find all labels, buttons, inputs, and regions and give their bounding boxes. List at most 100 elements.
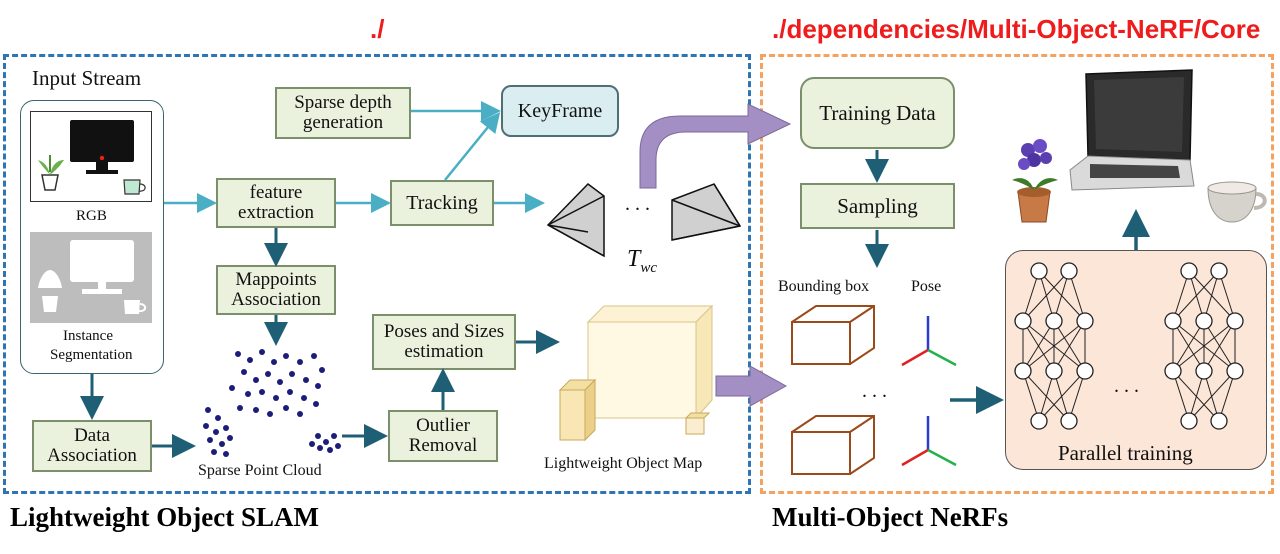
network-node	[1060, 262, 1078, 280]
network-node	[1045, 362, 1063, 380]
network-edge	[1068, 270, 1086, 322]
network-edge	[1218, 370, 1236, 422]
network-node	[1164, 312, 1182, 330]
network-edge	[1053, 320, 1086, 372]
network-edge	[1218, 270, 1236, 322]
network-edge	[1203, 270, 1220, 322]
network-edge	[1022, 320, 1055, 372]
sampling-label: Sampling	[837, 193, 918, 218]
slam-path-label: ./	[370, 14, 385, 44]
network-node	[1014, 312, 1032, 330]
network-edge	[1188, 370, 1236, 422]
tracking-label: Tracking	[406, 191, 478, 214]
network-edge	[1172, 320, 1205, 372]
network-edge	[1038, 370, 1086, 422]
training-data-label: Training Data	[819, 100, 936, 125]
input-stream-panel	[20, 100, 164, 374]
mappoints-line1: Mappoints	[235, 269, 317, 291]
network-edge	[1188, 370, 1205, 422]
nerf-object-dots: . . .	[862, 380, 887, 402]
keyframe-box: KeyFrame	[501, 85, 619, 137]
training-data-box: Training Data	[800, 77, 955, 149]
network-edge	[1172, 270, 1190, 322]
network-edge	[1038, 370, 1055, 422]
sampling-box: Sampling	[800, 183, 955, 229]
point-cloud-label: Sparse Point Cloud	[198, 462, 322, 479]
twc-main: T	[627, 246, 641, 272]
neural-networks	[1014, 262, 1244, 430]
network-edge	[1172, 320, 1236, 372]
seg-label-line1: Instance	[63, 328, 113, 344]
purple-arrows	[639, 103, 792, 407]
network-node	[1030, 262, 1048, 280]
object-map-cuboids	[558, 304, 714, 442]
network-edge	[1022, 270, 1040, 322]
network-edge	[1053, 270, 1070, 322]
segmentation-icons	[38, 240, 147, 314]
parallel-training-panel	[1005, 250, 1267, 470]
network-edge	[1022, 320, 1086, 372]
bbox-label: Bounding box	[778, 278, 870, 295]
rgb-label: RGB	[76, 208, 107, 224]
network-node	[1180, 412, 1198, 430]
network-edge	[1172, 370, 1190, 422]
input-stream-title: Input Stream	[32, 66, 142, 90]
data-assoc-line1: Data	[74, 425, 110, 447]
network-node	[1164, 362, 1182, 380]
network-edge	[1172, 270, 1220, 322]
feature-line1: feature	[249, 182, 303, 204]
network-node	[1210, 412, 1228, 430]
nerf-path-label: ./dependencies/Multi-Object-NeRF/Core	[772, 14, 1261, 44]
twc-sub: wc	[640, 259, 658, 276]
keyframe-label: KeyFrame	[517, 99, 603, 122]
camera-frustums	[546, 183, 742, 258]
slam-section-title: Lightweight Object SLAM	[10, 502, 319, 532]
network-node	[1226, 362, 1244, 380]
tracking-box: Tracking	[390, 180, 494, 226]
slam-arrows	[80, 101, 560, 458]
slam-region	[3, 54, 751, 494]
network-edge	[1022, 370, 1040, 422]
mappoints-line2: Association	[231, 289, 321, 310]
network-node	[1195, 312, 1213, 330]
nerf-region	[760, 54, 1274, 494]
bounding-boxes	[791, 305, 875, 475]
network-dots: . . .	[1114, 375, 1139, 397]
sparse-point-cloud	[203, 349, 341, 457]
sparse-depth-line1: Sparse depth	[294, 92, 392, 114]
outlier-line2: Removal	[408, 435, 478, 456]
outlier-line1: Outlier	[416, 415, 470, 437]
object-renders	[1012, 69, 1267, 223]
network-edge	[1022, 270, 1070, 322]
network-node	[1060, 412, 1078, 430]
network-node	[1076, 312, 1094, 330]
camera-dots: . . .	[625, 193, 650, 215]
network-node	[1030, 412, 1048, 430]
sparse-depth-line2: generation	[302, 112, 384, 133]
poses-sizes-line2: estimation	[404, 341, 484, 362]
network-node	[1195, 362, 1213, 380]
network-edge	[1203, 320, 1236, 372]
twc-label: Twc	[627, 246, 657, 277]
seg-label-line2: Segmentation	[50, 347, 133, 363]
network-node	[1076, 362, 1094, 380]
network-node	[1045, 312, 1063, 330]
parallel-training-label: Parallel training	[1058, 441, 1193, 465]
pose-label: Pose	[911, 278, 942, 295]
network-node	[1014, 362, 1032, 380]
nerf-section-title: Multi-Object NeRFs	[772, 502, 1009, 532]
poses-sizes-line1: Poses and Sizes	[383, 321, 505, 343]
network-edge	[1068, 370, 1086, 422]
feature-line2: extraction	[238, 202, 314, 223]
network-node	[1210, 262, 1228, 280]
rgb-icons	[38, 120, 146, 195]
pose-axes	[901, 316, 957, 467]
network-node	[1180, 262, 1198, 280]
